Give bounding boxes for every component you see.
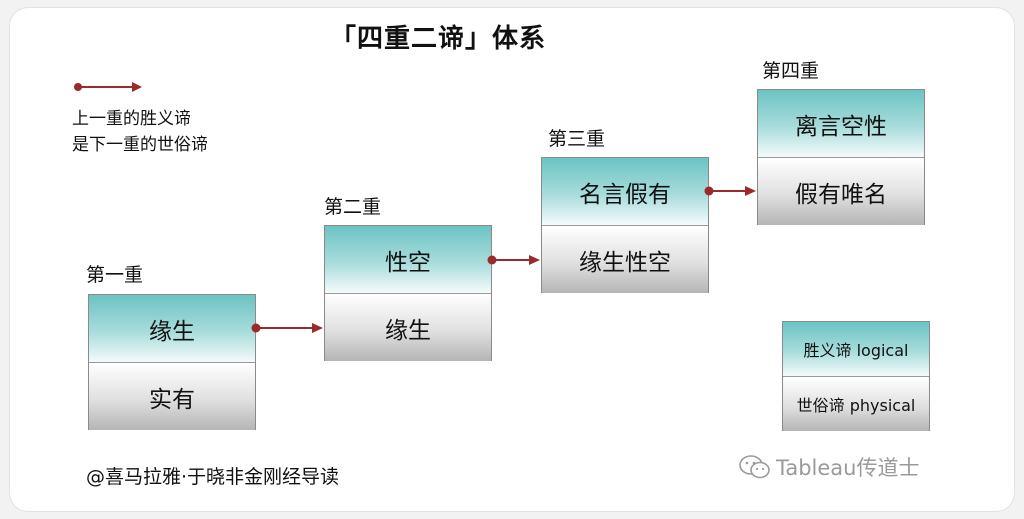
legend-line-1: 上一重的胜义谛 (72, 109, 191, 129)
level-1-label: 第一重 (86, 264, 144, 286)
arrow-3-to-4 (704, 186, 756, 196)
level-3-label: 第三重 (548, 128, 606, 150)
level-2-conventional: 缘生 (325, 294, 491, 361)
level-3-conventional: 缘生性空 (542, 226, 708, 293)
watermark-text: Tableau传道士 (776, 456, 920, 480)
level-3-box: 名言假有 缘生性空 (541, 157, 709, 293)
level-4-conventional: 假有唯名 (758, 158, 924, 225)
level-1-ultimate: 缘生 (89, 295, 255, 363)
level-2-box: 性空 缘生 (324, 225, 492, 361)
arrow-2-to-3 (487, 255, 540, 265)
key-ultimate: 胜义谛 logical (783, 322, 929, 377)
diagram-title: 「四重二谛」体系 (330, 24, 547, 54)
level-2-ultimate: 性空 (325, 226, 491, 294)
level-2-label: 第二重 (324, 196, 382, 218)
legend-line-2: 是下一重的世俗谛 (72, 135, 208, 155)
level-1-box: 缘生 实有 (88, 294, 256, 430)
level-3-ultimate: 名言假有 (542, 158, 708, 226)
wechat-icon (739, 455, 770, 479)
level-4-box: 离言空性 假有唯名 (757, 89, 925, 225)
key-conventional: 世俗谛 physical (783, 377, 929, 431)
legend-text: 上一重的胜义谛 是下一重的世俗谛 (72, 106, 208, 158)
legend-arrow-icon (74, 82, 142, 92)
level-4-label: 第四重 (762, 60, 820, 82)
level-4-ultimate: 离言空性 (758, 90, 924, 158)
color-key: 胜义谛 logical 世俗谛 physical (782, 321, 930, 431)
arrow-1-to-2 (251, 323, 323, 333)
watermark: Tableau传道士 (738, 452, 919, 482)
credit-text: @喜马拉雅·于晓非金刚经导读 (86, 466, 340, 488)
level-1-conventional: 实有 (89, 363, 255, 430)
